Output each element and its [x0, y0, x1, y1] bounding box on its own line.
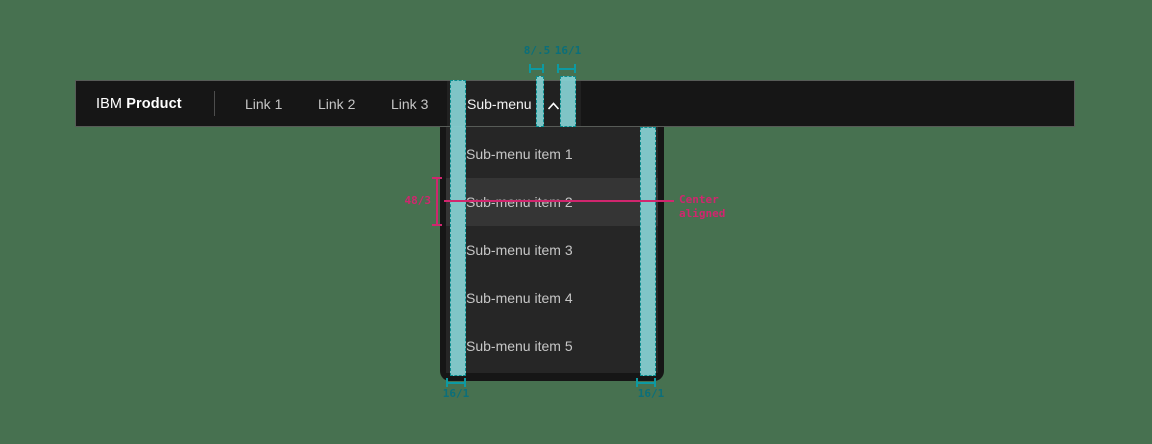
submenu-trigger[interactable]: Sub-menu	[447, 81, 581, 126]
item-height-label: 48/3	[404, 194, 432, 207]
submenu-item-2-label: Sub-menu item 2	[466, 194, 573, 210]
nav-link-3[interactable]: Link 3	[391, 81, 428, 126]
brand-prefix: IBM	[96, 95, 123, 112]
submenu-item-1[interactable]: Sub-menu item 1	[446, 130, 658, 178]
measurement-label-bottom-right: 16/1	[637, 387, 665, 400]
submenu-item-4[interactable]: Sub-menu item 4	[446, 274, 658, 322]
nav-link-3-label: Link 3	[391, 95, 429, 112]
submenu-item-5[interactable]: Sub-menu item 5	[446, 322, 658, 370]
measurement-label-top-gap: 8/.5	[523, 44, 551, 57]
submenu-item-3-label: Sub-menu item 3	[466, 242, 573, 258]
dropdown-menu: Sub-menu item 1 Sub-menu item 2 Sub-menu…	[446, 127, 658, 373]
nav-link-2[interactable]: Link 2	[318, 81, 355, 126]
header-divider	[214, 91, 215, 116]
chevron-up-icon	[547, 98, 560, 110]
measurement-label-top-right-padding: 16/1	[554, 44, 582, 57]
spacing-overlay-left-padding	[450, 80, 466, 376]
item-height-measure-cap-bottom	[432, 224, 442, 226]
nav-link-1[interactable]: Link 1	[245, 81, 282, 126]
item-height-measure-cap-top	[432, 177, 442, 179]
item-height-measure-line	[436, 177, 438, 226]
measure-ibeam-bottom-right	[636, 378, 656, 387]
submenu-trigger-label: Sub-menu	[467, 95, 532, 112]
spacing-overlay-right-padding-menu	[640, 127, 656, 376]
measure-ibeam-top-right-padding	[557, 64, 576, 73]
center-alignment-line	[444, 200, 674, 202]
spacing-overlay-label-chevron-gap	[536, 76, 544, 127]
header-brand[interactable]: IBM Product	[96, 81, 182, 126]
measurement-label-bottom-left: 16/1	[442, 387, 470, 400]
nav-link-2-label: Link 2	[318, 95, 356, 112]
measure-ibeam-bottom-left	[446, 378, 466, 387]
submenu-item-2[interactable]: Sub-menu item 2	[446, 178, 658, 226]
spacing-overlay-right-padding-header	[560, 76, 576, 127]
submenu-item-3[interactable]: Sub-menu item 3	[446, 226, 658, 274]
submenu-item-4-label: Sub-menu item 4	[466, 290, 573, 306]
measure-ibeam-top-gap	[529, 64, 544, 73]
submenu-item-5-label: Sub-menu item 5	[466, 338, 573, 354]
submenu-item-1-label: Sub-menu item 1	[466, 146, 573, 162]
brand-product-name: Product	[126, 95, 182, 112]
center-aligned-label: Center aligned	[679, 193, 726, 221]
nav-link-1-label: Link 1	[245, 95, 283, 112]
